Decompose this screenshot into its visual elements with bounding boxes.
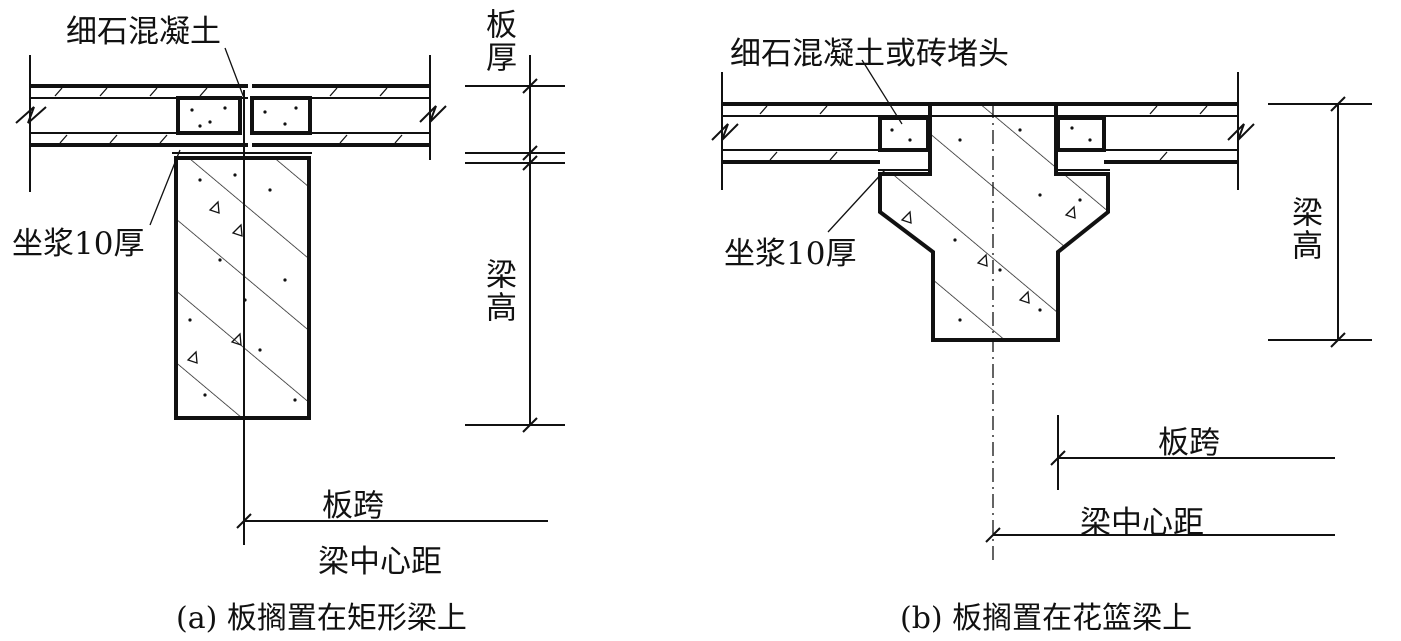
label-concrete-or-brick-plug-b: 细石混凝土或砖堵头	[730, 36, 1009, 72]
dim-b-vertical	[1268, 96, 1372, 348]
beam-a-aggregate	[186, 173, 297, 402]
label-slab-thickness-a: 板厚	[480, 8, 516, 74]
label-slab-span-b: 板跨	[1158, 425, 1220, 461]
rect-beam-a	[174, 156, 311, 420]
dim-a-vertical	[465, 55, 565, 433]
basket-beam-b	[878, 102, 1110, 342]
leader-b-top	[861, 59, 903, 125]
slab-a-left	[15, 55, 248, 192]
label-beam-center-distance-b: 梁中心距	[1080, 505, 1204, 541]
label-beam-height-b: 梁高	[1286, 196, 1322, 262]
dim-a-horizontal	[236, 513, 548, 529]
label-fine-aggregate-concrete-a: 细石混凝土	[66, 14, 221, 50]
leader-b-grout	[827, 169, 886, 233]
label-beam-height-a: 梁高	[480, 258, 516, 324]
beam-b-aggregate	[900, 128, 1082, 322]
dim-b-horizontal	[985, 415, 1335, 543]
leader-a-grout	[149, 149, 181, 226]
leader-a-top	[224, 47, 245, 99]
label-slab-span-a: 板跨	[322, 488, 384, 524]
label-grout-a: 坐浆10厚	[12, 226, 145, 262]
diagram-a	[15, 47, 565, 545]
slab-a-right	[250, 55, 447, 160]
caption-a: (a) 板搁置在矩形梁上	[176, 601, 467, 636]
label-beam-center-distance-a: 梁中心距	[318, 544, 442, 580]
caption-b: (b) 板搁置在花篮梁上	[900, 601, 1193, 636]
diagram-b	[711, 59, 1372, 560]
label-grout-b: 坐浆10厚	[724, 236, 857, 272]
